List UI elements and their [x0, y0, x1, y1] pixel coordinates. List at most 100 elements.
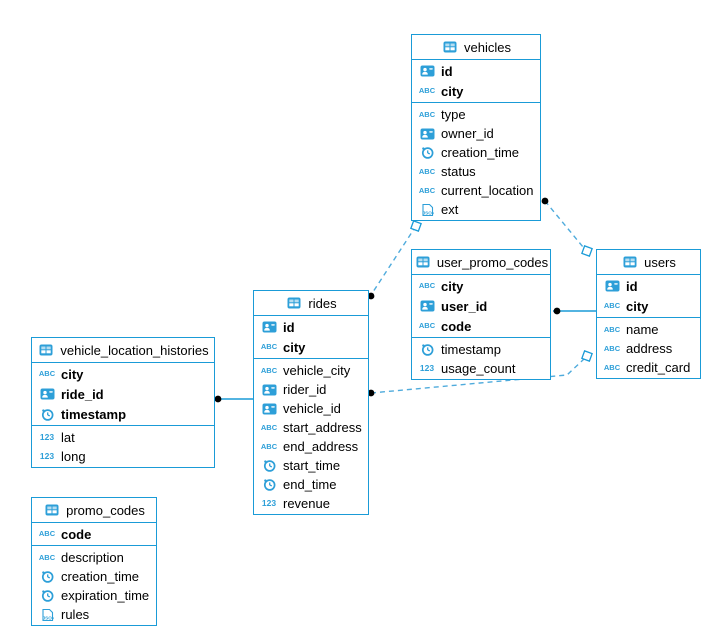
column-name: end_address [283, 439, 359, 454]
column-name: expiration_time [61, 588, 150, 603]
abc-string-icon: ABC [418, 109, 436, 119]
abc-string-icon: ABC [260, 441, 278, 451]
column-row-start_time[interactable]: start_time [254, 456, 368, 475]
table-icon [441, 40, 459, 54]
table-icon [37, 343, 55, 357]
column-name: rider_id [283, 382, 327, 397]
column-name: name [626, 322, 659, 337]
column-name: code [61, 526, 92, 542]
table-title: promo_codes [66, 502, 145, 518]
column-name: vehicle_city [283, 363, 351, 378]
numeric-123-icon: 123 [419, 363, 435, 374]
table-title: vehicles [464, 39, 511, 55]
relationship-dot-endpoint [367, 292, 375, 300]
table-header-users[interactable]: users [597, 250, 700, 275]
column-row-id[interactable]: id [597, 276, 700, 296]
numeric-123-icon: 123 [261, 498, 277, 509]
column-row-creation_time[interactable]: creation_time [412, 143, 540, 162]
column-row-owner_id[interactable]: owner_id [412, 124, 540, 143]
column-name: revenue [283, 496, 330, 511]
column-row-expiration_time[interactable]: expiration_time [32, 586, 156, 605]
column-row-usage_count[interactable]: 123 usage_count [412, 359, 550, 378]
column-name: creation_time [441, 145, 520, 160]
numeric-123-icon: 123 [39, 451, 55, 462]
column-row-id[interactable]: id [254, 317, 368, 337]
column-name: type [441, 107, 466, 122]
column-row-timestamp[interactable]: timestamp [32, 404, 214, 424]
table-header-vehicle_location_histories[interactable]: vehicle_location_histories [32, 338, 214, 363]
column-row-timestamp[interactable]: timestamp [412, 340, 550, 359]
column-name: city [61, 366, 84, 382]
relationship-dot-endpoint [541, 197, 549, 205]
table-title: users [644, 254, 676, 270]
abc-string-icon: ABC [38, 552, 56, 562]
id-badge-icon [418, 64, 436, 78]
column-name: user_id [441, 298, 488, 314]
relationship-line-rides-users[interactable] [370, 358, 585, 394]
column-row-rider_id[interactable]: rider_id [254, 380, 368, 399]
clock-icon [38, 570, 56, 584]
column-name: city [441, 83, 464, 99]
abc-string-icon: ABC [418, 185, 436, 195]
column-name: code [441, 318, 472, 334]
column-row-creation_time[interactable]: creation_time [32, 567, 156, 586]
clock-icon [38, 589, 56, 603]
abc-string-icon: ABC [418, 166, 436, 176]
relationship-line-vehicles-rides[interactable] [370, 225, 417, 296]
table-header-rides[interactable]: rides [254, 291, 368, 316]
column-name: usage_count [441, 361, 516, 376]
relationship-line-vehicles-users[interactable] [544, 200, 584, 248]
id-badge-icon [418, 299, 436, 313]
table-header-user_promo_codes[interactable]: user_promo_codes [412, 250, 550, 275]
clock-icon [260, 459, 278, 473]
relationship-dot-endpoint [553, 307, 561, 315]
column-row-user_id[interactable]: user_id [412, 296, 550, 316]
column-name: start_time [283, 458, 341, 473]
abc-string-icon: ABC [603, 301, 621, 311]
column-row-type[interactable]: ABC type [412, 105, 540, 124]
table-header-vehicles[interactable]: vehicles [412, 35, 540, 60]
table-header-promo_codes[interactable]: promo_codes [32, 498, 156, 523]
column-row-ride_id[interactable]: ride_id [32, 384, 214, 404]
column-row-revenue[interactable]: 123 revenue [254, 494, 368, 513]
column-name: creation_time [61, 569, 140, 584]
column-row-id[interactable]: id [412, 61, 540, 81]
column-name: vehicle_id [283, 401, 341, 416]
column-row-end_time[interactable]: end_time [254, 475, 368, 494]
column-row-vehicle_id[interactable]: vehicle_id [254, 399, 368, 418]
column-row-end_address[interactable]: ABC end_address [254, 437, 368, 456]
clock-icon [38, 407, 56, 421]
relationship-square-endpoint [410, 220, 422, 232]
column-name: start_address [283, 420, 362, 435]
clock-icon [418, 146, 436, 160]
